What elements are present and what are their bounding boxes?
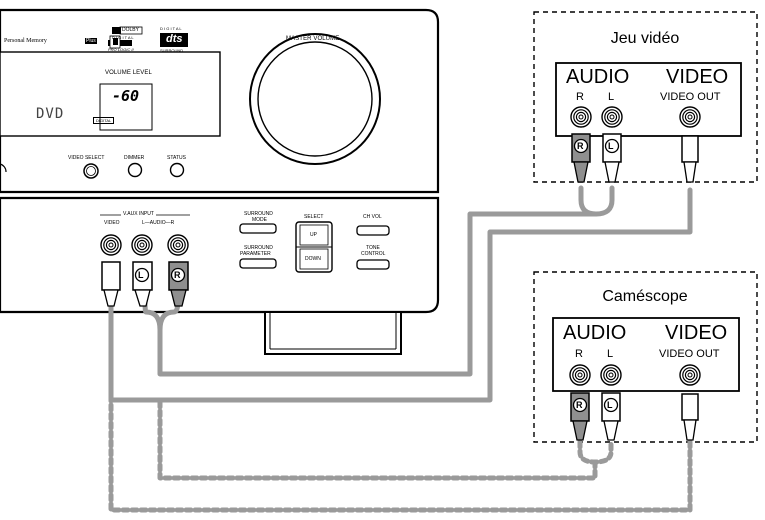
vaux-video-jack (100, 234, 122, 256)
surround-mode-button (239, 223, 277, 234)
dts-logo: dts (166, 33, 183, 45)
tone-control-line2: CONTROL (361, 251, 386, 257)
down-label: DOWN (305, 256, 321, 262)
master-volume-label: MASTER VOLUME (286, 36, 340, 42)
display-source: DVD (36, 106, 65, 122)
surround-mode-line2: MODE (252, 217, 267, 223)
display-volume-value: -60 (112, 87, 140, 105)
camcorder-video-label: VIDEO (665, 322, 728, 344)
receiver-front-panel (0, 8, 440, 355)
vaux-audio-l-jack (131, 234, 153, 256)
status-label: STATUS (167, 155, 186, 161)
plug-letter-l: L (607, 400, 613, 410)
plug-letter-l: L (608, 141, 614, 151)
personal-memory-label: Personal Memory (4, 38, 47, 44)
dolby-logo: DOLBY (122, 27, 139, 33)
video-jack-label: VIDEO (104, 220, 120, 226)
dolby-digital-text: D I G I T A L (112, 35, 134, 40)
dimmer-knob (127, 162, 143, 178)
camcorder-l-label: L (607, 348, 614, 360)
camcorder-audio-label: AUDIO (563, 322, 627, 344)
volume-level-label: VOLUME LEVEL (105, 70, 152, 76)
plug-letter-r: R (577, 141, 584, 151)
ch-vol-button (356, 225, 390, 236)
camcorder-video-out-label: VIDEO OUT (659, 348, 720, 360)
vaux-input-label: V.AUX INPUT (121, 211, 156, 217)
surround-parameter-line1: SURROUND (244, 245, 273, 251)
dts-digital-text: D I G I T A L (160, 26, 182, 31)
prologic-text: PRO LOGIC II (108, 47, 134, 52)
camcorder-plugs (570, 392, 699, 441)
plug-letter-r: R (576, 400, 583, 410)
dimmer-label: DIMMER (124, 155, 145, 161)
camcorder-title: Caméscope (602, 288, 688, 305)
surround-mode-line1: SURROUND (244, 211, 273, 217)
dts-logo-box (160, 33, 188, 47)
tone-control-line1: TONE (366, 245, 380, 251)
camcorder-r-label: R (575, 348, 583, 360)
plug-letter-l: L (138, 270, 144, 280)
up-label: UP (310, 232, 317, 238)
surround-parameter-button (239, 258, 277, 269)
game-console-video-out-label: VIDEO OUT (660, 91, 721, 103)
dts-surround-text: SURROUND (160, 48, 184, 53)
audio-lr-label: L—AUDIO—R (142, 220, 175, 226)
game-console-video-label: VIDEO (666, 66, 729, 88)
personal-memory-badge: Plus (85, 38, 97, 44)
receiver-foot (264, 311, 402, 355)
surround-parameter-line2: PARAMETER (240, 251, 271, 257)
display-digital-badge: DIGITAL (93, 117, 115, 124)
plug-letter-r: R (174, 270, 181, 280)
level-box (99, 83, 153, 131)
status-knob (169, 162, 185, 178)
cables (108, 185, 693, 513)
video-select-label: VIDEO SELECT (68, 155, 105, 161)
select-label: SELECT (304, 214, 324, 220)
vaux-audio-r-jack (167, 234, 189, 256)
game-console-r-label: R (576, 91, 584, 103)
game-console-audio-label: AUDIO (566, 66, 630, 88)
game-console-plugs (571, 133, 699, 183)
game-console-l-label: L (608, 91, 615, 103)
tone-control-button (356, 259, 390, 270)
ch-vol-label: CH VOL (363, 214, 382, 220)
game-console-title: Jeu vidéo (610, 30, 680, 47)
